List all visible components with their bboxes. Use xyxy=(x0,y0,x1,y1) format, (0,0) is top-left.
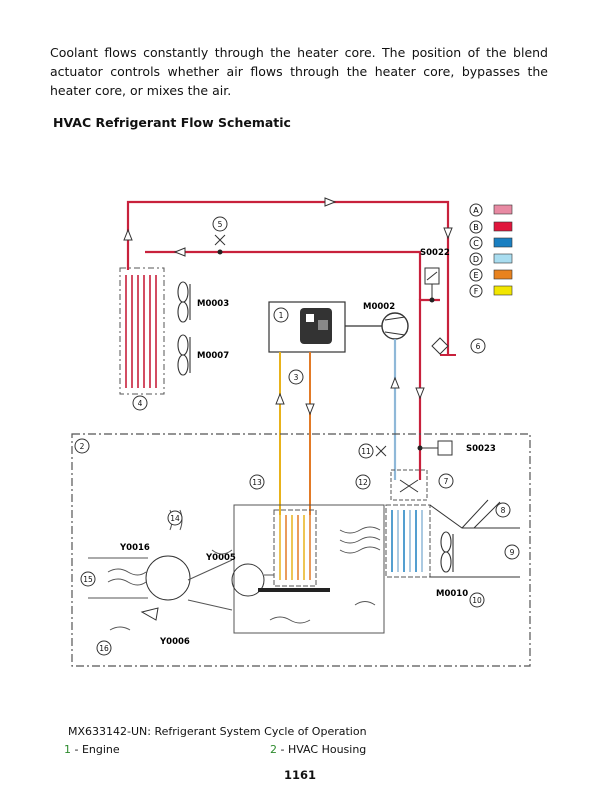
valve-symbol xyxy=(399,479,419,493)
legend-key-F: F xyxy=(474,287,479,296)
callout-15: 15 xyxy=(83,575,93,584)
callout-12: 12 xyxy=(358,478,368,487)
legend-swatch-F xyxy=(493,285,513,296)
intro-paragraph: Coolant flows constantly through the hea… xyxy=(50,45,548,98)
legend-swatch-C xyxy=(493,237,513,248)
hvac-housing-outline xyxy=(71,433,531,667)
junction-dot xyxy=(429,297,435,303)
sensor-mark xyxy=(214,234,387,457)
pressure-switch-mark xyxy=(426,271,438,281)
blend-door xyxy=(145,555,191,601)
callout-16: 16 xyxy=(99,644,109,653)
legend-key-C: C xyxy=(473,239,479,248)
junction-dot xyxy=(217,249,223,255)
flow-arrow xyxy=(173,247,186,257)
heater-core-box xyxy=(273,509,317,587)
callout-14: 14 xyxy=(170,514,180,523)
callout-4: 4 xyxy=(138,399,143,408)
actuator-label-3: Y0006 xyxy=(159,637,190,647)
blower-label: M0010 xyxy=(436,589,468,599)
legend-key-E: E xyxy=(473,271,478,280)
hvac-inner-box xyxy=(233,504,385,634)
legend-key-B: B xyxy=(473,223,479,232)
callout-5: 5 xyxy=(218,220,223,229)
fan-label-2: M0007 xyxy=(197,351,229,361)
pressure-switch xyxy=(437,440,453,456)
compressor-label: M0002 xyxy=(363,302,395,312)
flow-arrow xyxy=(275,392,285,405)
condenser-box xyxy=(119,267,165,395)
blower-icon xyxy=(440,531,454,573)
callout-6: 6 xyxy=(476,342,481,351)
switch-label-mid: S0023 xyxy=(466,444,496,454)
compressor-symbol xyxy=(384,316,406,336)
figure-caption: MX633142-UN: Refrigerant System Cycle of… xyxy=(68,725,367,738)
expansion-valve xyxy=(390,469,428,501)
legend-key-A: A xyxy=(473,206,479,215)
condenser-coil xyxy=(125,275,157,388)
fan-icon xyxy=(177,281,191,323)
flow-arrow xyxy=(443,227,453,240)
evaporator-coil xyxy=(391,510,423,572)
legend-swatch-A xyxy=(493,204,513,215)
flow-arrow xyxy=(123,228,133,241)
section-title: HVAC Refrigerant Flow Schematic xyxy=(53,115,291,130)
flow-arrow xyxy=(390,376,400,389)
fan-label-1: M0003 xyxy=(197,299,229,309)
callout-8: 8 xyxy=(501,506,506,515)
legend-item-1: 1 - Engine xyxy=(64,743,120,756)
actuator-label-2: Y0005 xyxy=(205,553,236,563)
airflow-arrows xyxy=(107,509,381,631)
flow-arrow xyxy=(324,197,337,207)
callout-9: 9 xyxy=(510,548,515,557)
legend-item-2: 2 - HVAC Housing xyxy=(270,743,366,756)
callout-13: 13 xyxy=(252,478,262,487)
legend-swatch-D xyxy=(493,253,513,264)
callout-1: 1 xyxy=(279,311,284,320)
flow-arrow xyxy=(305,403,315,416)
fresh-air-inlet xyxy=(461,499,501,529)
fan-icon xyxy=(177,334,191,376)
color-legend: A B C D E F xyxy=(469,203,513,298)
page-number: 1161 xyxy=(283,768,316,782)
heater-core-coil xyxy=(279,515,311,580)
evaporator-box xyxy=(385,504,431,578)
engine-icon xyxy=(300,308,332,344)
callout-7: 7 xyxy=(444,477,449,486)
callout-10: 10 xyxy=(472,596,482,605)
recirc-door xyxy=(140,607,159,621)
mode-door xyxy=(231,563,265,597)
hvac-schematic: M0003 M0007 M0002 S0022 A B C D E F xyxy=(71,197,531,667)
filter-icon xyxy=(431,337,449,355)
duct-lines xyxy=(88,557,274,611)
legend-num: 2 xyxy=(270,743,277,756)
callout-11: 11 xyxy=(361,447,371,456)
flow-arrow xyxy=(415,387,425,400)
actuator-label-1: Y0016 xyxy=(119,543,150,553)
heater-base xyxy=(258,588,330,592)
legend-key-D: D xyxy=(473,255,479,264)
legend-label: - Engine xyxy=(71,743,120,756)
legend-swatch-E xyxy=(493,269,513,280)
legend-swatch-B xyxy=(493,221,513,232)
callout-3: 3 xyxy=(294,373,299,382)
switch-label-top: S0022 xyxy=(420,248,450,258)
callout-2: 2 xyxy=(80,442,85,451)
legend-num: 1 xyxy=(64,743,71,756)
legend-label: - HVAC Housing xyxy=(277,743,367,756)
